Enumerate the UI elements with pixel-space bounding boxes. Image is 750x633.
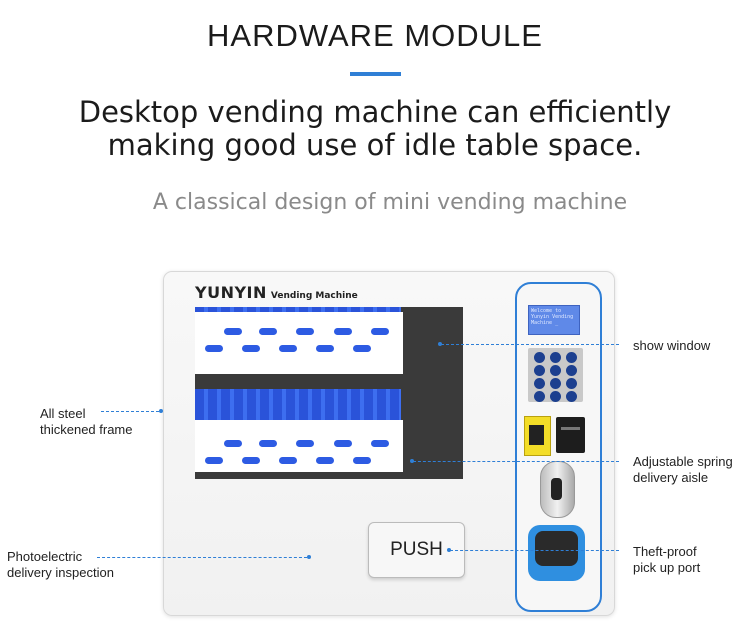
callout-dot-frame bbox=[159, 409, 163, 413]
keypad-key[interactable] bbox=[566, 391, 578, 402]
keypad-key[interactable] bbox=[566, 378, 578, 389]
callout-photo-line-1: Photoelectric bbox=[7, 549, 83, 564]
receipt-printer bbox=[556, 417, 585, 453]
callout-dot-spring bbox=[410, 459, 414, 463]
callout-theft-line-1: Theft-proof bbox=[633, 544, 697, 559]
printer-slot bbox=[561, 427, 580, 430]
headline: Desktop vending machine can efficiently … bbox=[0, 96, 750, 162]
aisle-slot bbox=[353, 345, 371, 352]
callout-line-show-window bbox=[441, 344, 619, 345]
callout-photo-line-2: delivery inspection bbox=[7, 565, 114, 580]
headline-line-2: making good use of idle table space. bbox=[107, 128, 643, 162]
title-underline bbox=[350, 72, 401, 76]
aisle-slot bbox=[224, 328, 242, 335]
aisle-slot bbox=[205, 457, 223, 464]
keypad-key[interactable] bbox=[533, 352, 545, 363]
aisle-slot bbox=[334, 328, 352, 335]
aisle-slot bbox=[371, 440, 389, 447]
callout-dot-show-window bbox=[438, 342, 442, 346]
aisle-slot bbox=[279, 457, 297, 464]
lcd-line-2: Yunyin Vending bbox=[531, 314, 574, 320]
headline-line-1: Desktop vending machine can efficiently bbox=[78, 95, 672, 129]
callout-theft-line-2: pick up port bbox=[633, 560, 701, 575]
callout-line-frame bbox=[101, 411, 159, 412]
aisle-slot bbox=[224, 440, 242, 447]
brand-name: YUNYIN bbox=[195, 283, 267, 302]
aisle-slot bbox=[316, 345, 334, 352]
callout-photo: Photoelectric delivery inspection bbox=[7, 549, 114, 581]
aisle-band-middle bbox=[195, 389, 401, 421]
lcd-line-1: Welcome to bbox=[531, 308, 562, 314]
callout-dot-photo bbox=[307, 555, 311, 559]
shelf-top bbox=[195, 312, 403, 374]
callout-line-theft bbox=[450, 550, 619, 551]
callout-dot-theft bbox=[447, 548, 451, 552]
callout-spring-line-1: Adjustable spring bbox=[633, 454, 733, 469]
subtitle: A classical design of mini vending machi… bbox=[152, 190, 628, 215]
coin-slot bbox=[551, 478, 562, 500]
keypad-key[interactable] bbox=[549, 365, 561, 376]
card-reader-slot bbox=[529, 425, 544, 445]
callout-show-window: show window bbox=[633, 338, 711, 353]
keypad-key[interactable] bbox=[533, 391, 545, 402]
callout-line-spring bbox=[413, 461, 619, 462]
page-title: HARDWARE MODULE bbox=[207, 18, 543, 53]
keypad bbox=[528, 348, 583, 402]
aisle-slot bbox=[242, 345, 260, 352]
aisle-slot bbox=[296, 440, 314, 447]
aisle-slot bbox=[296, 328, 314, 335]
aisle-slot bbox=[205, 345, 223, 352]
keypad-key[interactable] bbox=[533, 365, 545, 376]
keypad-key[interactable] bbox=[533, 378, 545, 389]
callout-frame-line-1: All steel bbox=[40, 406, 86, 421]
aisle-slot bbox=[242, 457, 260, 464]
lcd-screen: Welcome to Yunyin Vending Machine _ bbox=[528, 305, 580, 335]
keypad-key[interactable] bbox=[566, 365, 578, 376]
aisle-slot bbox=[279, 345, 297, 352]
pickup-port-opening bbox=[535, 531, 578, 566]
aisle-slot bbox=[334, 440, 352, 447]
brand-subtitle: Vending Machine bbox=[270, 291, 358, 301]
callout-spring: Adjustable spring delivery aisle bbox=[633, 454, 733, 486]
push-button[interactable]: PUSH bbox=[368, 522, 465, 578]
keypad-key[interactable] bbox=[566, 352, 578, 363]
aisle-slot bbox=[259, 328, 277, 335]
callout-frame-line-2: thickened frame bbox=[40, 422, 133, 437]
aisle-slot bbox=[316, 457, 334, 464]
callout-line-photo bbox=[97, 557, 307, 558]
aisle-slot bbox=[353, 457, 371, 464]
keypad-key[interactable] bbox=[549, 352, 561, 363]
callout-frame: All steel thickened frame bbox=[40, 406, 133, 438]
lcd-line-3: Machine _ bbox=[531, 320, 559, 326]
keypad-key[interactable] bbox=[549, 378, 561, 389]
aisle-slot bbox=[259, 440, 277, 447]
callout-spring-line-2: delivery aisle bbox=[633, 470, 709, 485]
callout-theft: Theft-proof pick up port bbox=[633, 544, 700, 576]
keypad-key[interactable] bbox=[549, 391, 561, 402]
aisle-slot bbox=[371, 328, 389, 335]
